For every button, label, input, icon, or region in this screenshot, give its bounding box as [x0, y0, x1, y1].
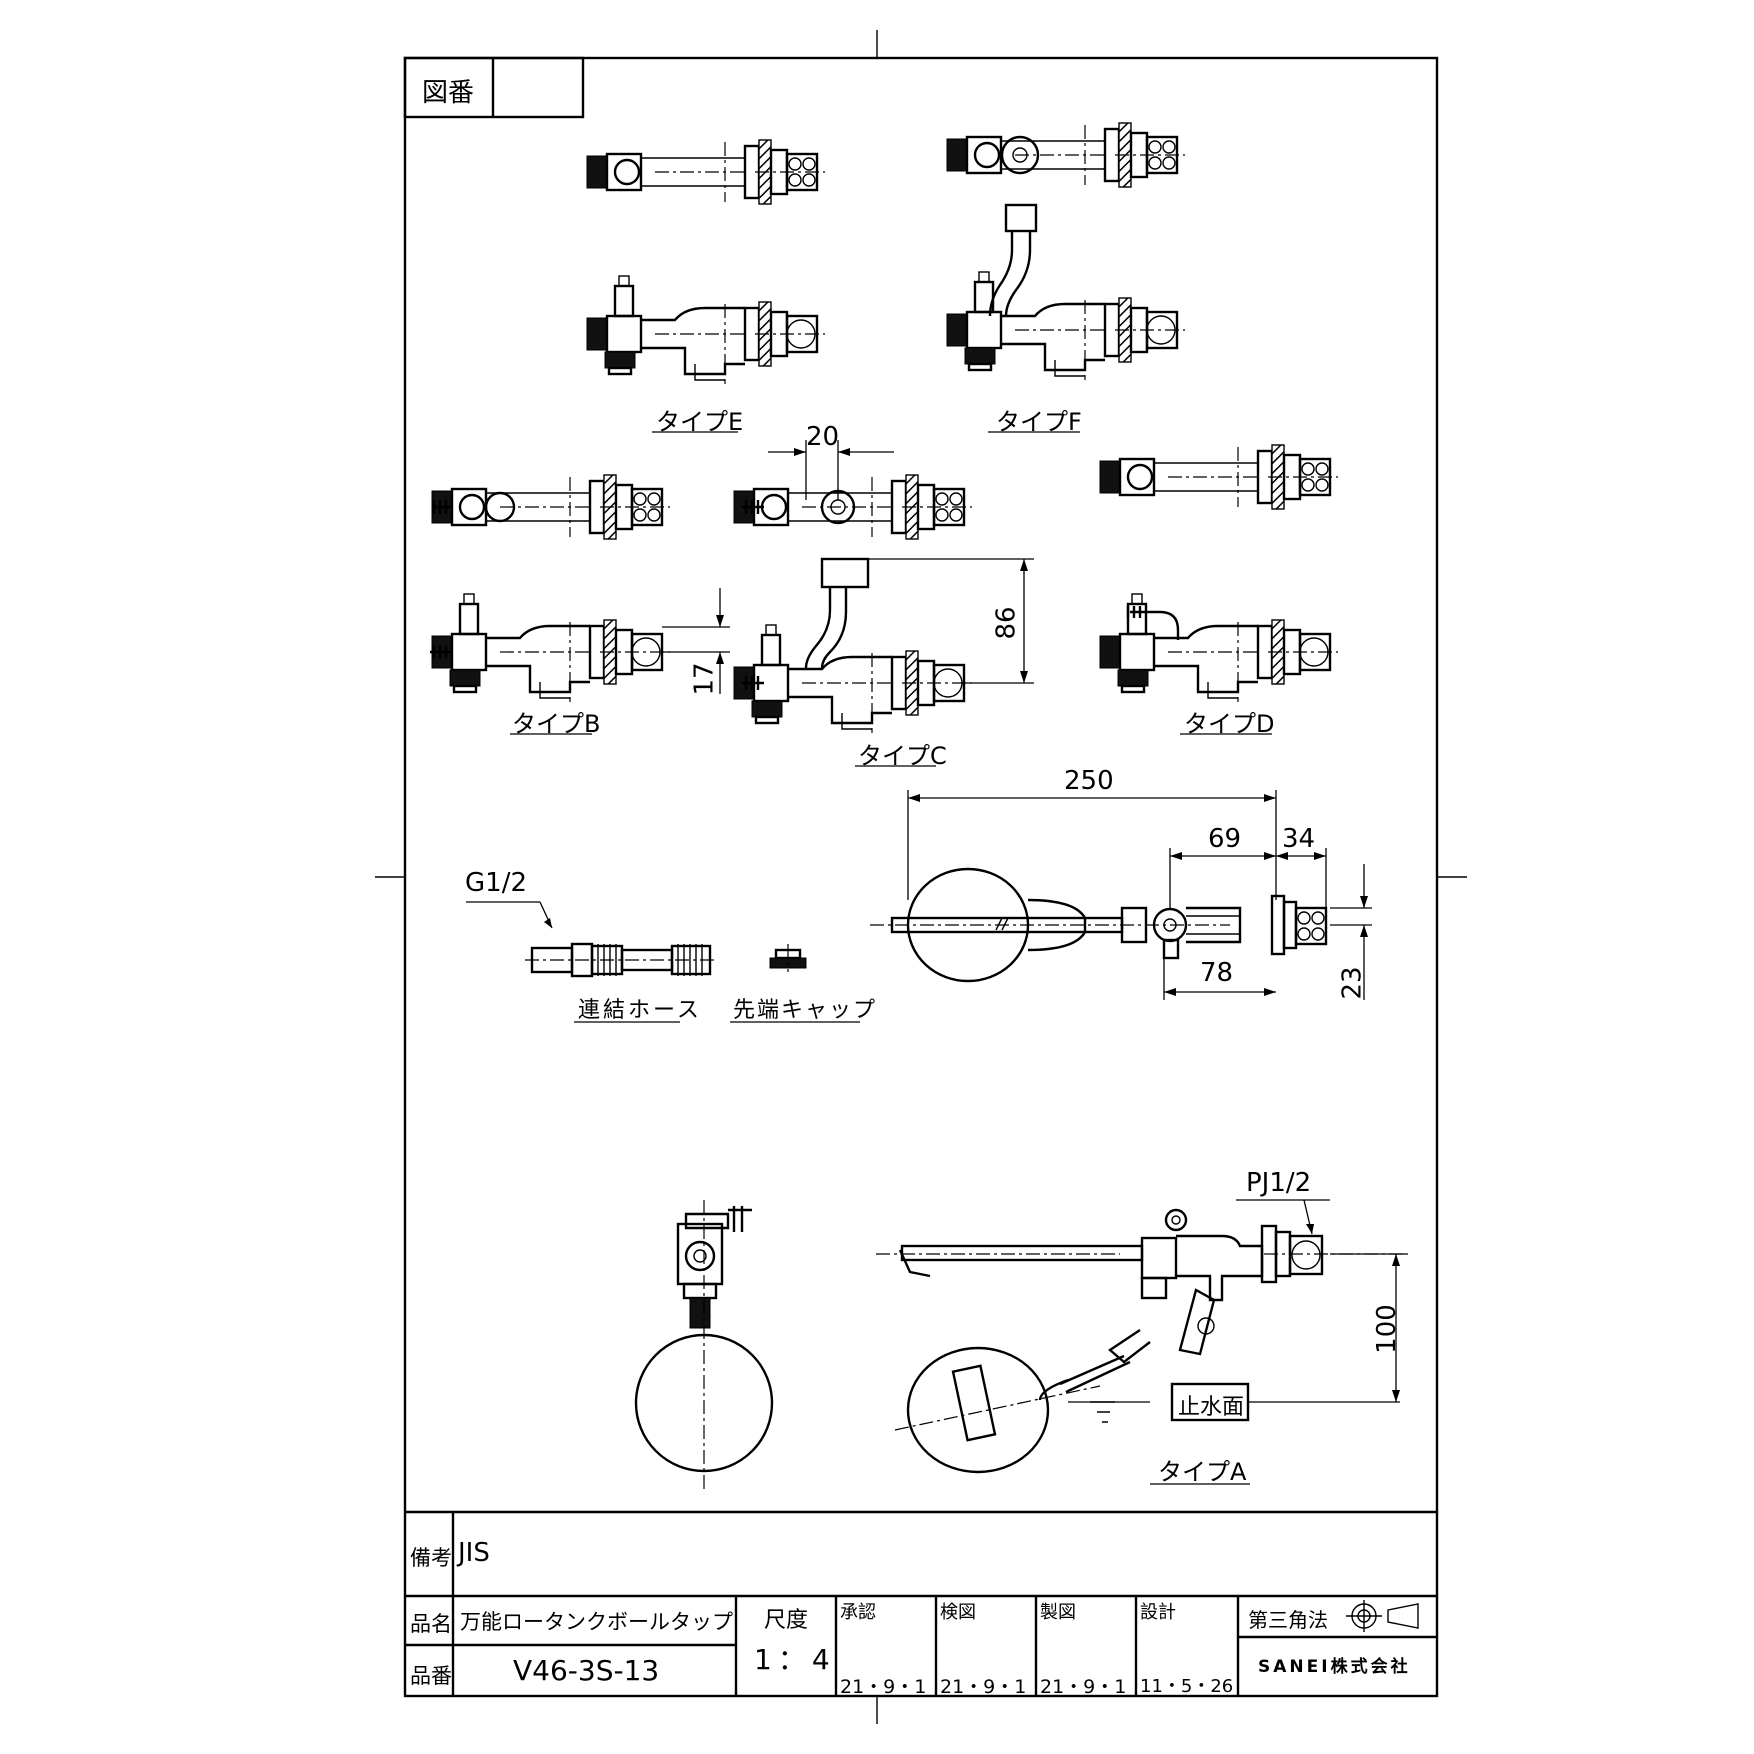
connecting-hose: [466, 901, 718, 978]
type-e-side-view: [585, 274, 827, 386]
number-value: V46-3S-13: [513, 1654, 660, 1687]
scale-value: 1：4: [754, 1643, 836, 1676]
type-c-top-view: [732, 473, 974, 541]
type-d-side-view: [1098, 592, 1340, 704]
name-value: 万能ロータンクボールタップ: [460, 1610, 733, 1634]
type-b-side-view: [430, 592, 672, 704]
name-label: 品名: [410, 1612, 452, 1636]
design-date: 11・5・26: [1140, 1676, 1234, 1697]
tip-cap: [769, 944, 807, 972]
registration-marks: [375, 30, 1467, 1724]
number-label: 品番: [410, 1664, 452, 1688]
type-a-side-view: [876, 1199, 1408, 1474]
company-name: SANEI株式会社: [1258, 1657, 1411, 1677]
dim-69: 69: [1208, 824, 1242, 854]
thread-label-hose: G1/2: [465, 868, 527, 898]
type-a-label: タイプA: [1158, 1458, 1247, 1486]
type-c-side-view: [732, 557, 974, 735]
drawn-date: 21・9・1: [1040, 1676, 1127, 1698]
dim-250: 250: [1064, 766, 1114, 796]
type-e-label: タイプE: [656, 408, 744, 436]
float-tap-plan-view: [870, 867, 1328, 983]
drawn-label: 製図: [1040, 1602, 1076, 1623]
sheet-frame: [403, 56, 1439, 1698]
water-level-label: 止水面: [1178, 1395, 1245, 1420]
approved-label: 承認: [840, 1602, 876, 1623]
dim-34: 34: [1282, 824, 1316, 854]
scale-label: 尺度: [764, 1608, 809, 1633]
checked-label: 検図: [940, 1602, 976, 1623]
dim-23: 23: [1337, 966, 1368, 1000]
dim-86-lines: [868, 558, 1034, 684]
projection-symbol-icon: [1346, 1600, 1419, 1632]
dims-250-69-34-78-23: [907, 790, 1372, 1000]
approved-date: 21・9・1: [840, 1676, 927, 1698]
dim-100: 100: [1371, 1304, 1402, 1354]
drawing-no-label: 図番: [422, 78, 475, 108]
cap-label: 先端キャップ: [733, 998, 878, 1023]
dim-20-lines: [768, 440, 894, 500]
thread-label-tap: PJ1/2: [1246, 1168, 1312, 1198]
type-b-top-view: [430, 473, 672, 541]
dim-78: 78: [1200, 958, 1234, 988]
type-f-top-view: [945, 121, 1187, 189]
title-block-lines: [405, 1510, 1437, 1696]
checked-date: 21・9・1: [940, 1676, 1027, 1698]
type-e-top-view: [585, 138, 827, 206]
dim-17-lines: [662, 588, 730, 694]
remarks-value: JIS: [458, 1538, 490, 1568]
design-label: 設計: [1140, 1602, 1176, 1623]
remarks-label: 備考: [410, 1546, 452, 1570]
dim-20: 20: [806, 422, 840, 452]
type-f-side-view: [945, 203, 1187, 382]
type-d-label: タイプD: [1184, 710, 1275, 738]
type-d-top-view: [1098, 443, 1340, 511]
dim-17: 17: [689, 662, 720, 696]
hose-label: 連結ホース: [578, 998, 702, 1023]
projection-label: 第三角法: [1248, 1608, 1328, 1632]
type-b-label: タイプB: [512, 710, 601, 738]
dim-86: 86: [991, 606, 1022, 640]
type-c-label: タイプC: [858, 742, 947, 770]
type-a-front-view: [634, 1200, 774, 1490]
type-f-label: タイプF: [996, 408, 1082, 436]
